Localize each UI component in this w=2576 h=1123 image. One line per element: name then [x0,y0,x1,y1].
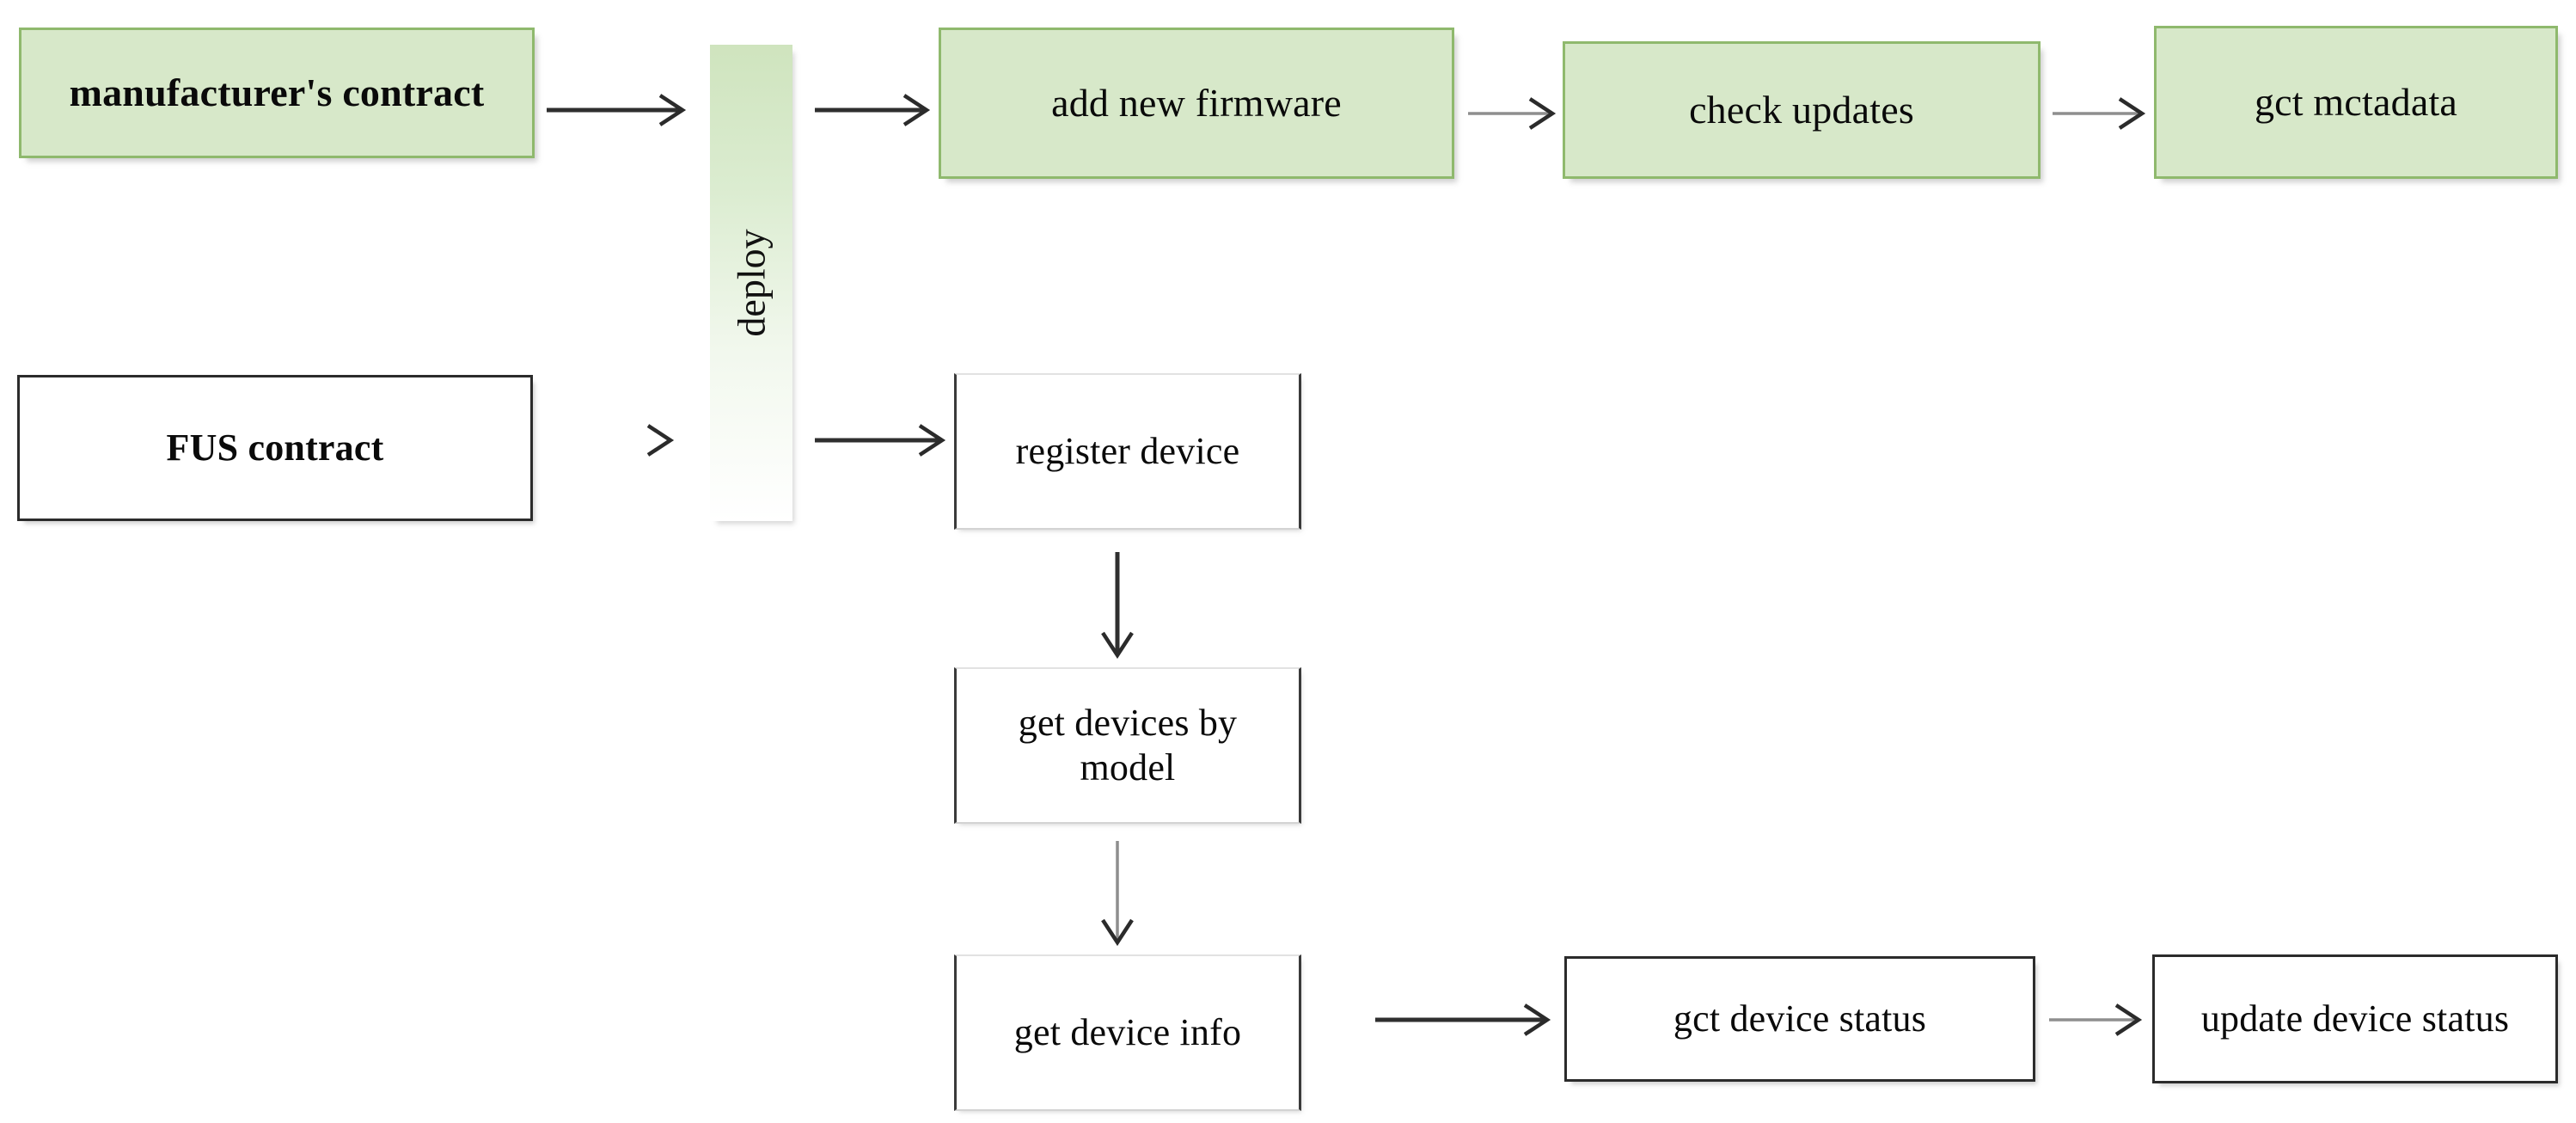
node-get-devices-by-model[interactable]: get devices by model [954,667,1301,824]
edge-e-get-devices-to-info [1092,815,1143,968]
edge-e-fus-to-deploy [645,414,696,466]
edge-e-deploy-to-register [789,414,968,466]
edge-e-manufacturer-to-deploy [521,84,708,136]
node-label-deploy-lane: deploy [729,229,774,337]
node-manufacturers-contract[interactable]: manufacturer's contract [19,28,535,158]
node-fus-contract[interactable]: FUS contract [17,375,533,521]
node-label-check-updates: check updates [1689,87,1914,132]
node-label-add-new-firmware: add new firmware [1051,80,1342,125]
node-label-manufacturers-contract: manufacturer's contract [69,70,485,114]
node-check-updates[interactable]: check updates [1563,41,2041,179]
edge-e-info-to-device-status [1349,994,1573,1046]
node-get-device-info[interactable]: get device info [954,954,1301,1111]
node-label-get-device-info: get device info [1013,1011,1242,1054]
edge-e-add-firmware-to-check [1442,88,1578,139]
edge-e-status-to-update [2023,994,2164,1046]
node-deploy-lane[interactable]: deploy [710,45,792,521]
edge-e-check-to-metadata [2027,88,2168,139]
node-add-new-firmware[interactable]: add new firmware [939,28,1454,179]
node-label-register-device: register device [1015,430,1240,473]
node-label-fus-contract: FUS contract [166,426,384,469]
node-label-gct-mctadata: gct mctadata [2254,79,2458,124]
node-update-device-status[interactable]: update device status [2152,954,2558,1083]
edge-e-register-to-get-devices [1092,526,1143,681]
edge-e-deploy-to-add-firmware [789,84,952,136]
node-register-device[interactable]: register device [954,373,1301,530]
node-gct-device-status[interactable]: gct device status [1564,956,2035,1082]
node-label-update-device-status: update device status [2200,997,2510,1040]
node-gct-mctadata[interactable]: gct mctadata [2154,26,2558,179]
node-label-get-devices-by-model: get devices by model [1018,702,1238,789]
node-label-gct-device-status: gct device status [1673,997,1927,1040]
